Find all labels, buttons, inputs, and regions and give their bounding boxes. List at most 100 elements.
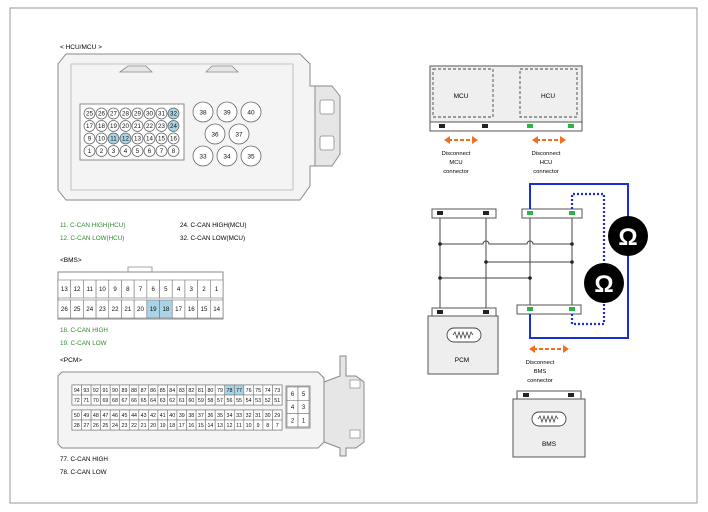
pin-label: 59 <box>198 398 204 404</box>
pin-32: 32 <box>243 409 254 421</box>
pin-20: 20 <box>119 120 132 132</box>
pin-7: 7 <box>133 279 148 299</box>
pin-label: 82 <box>188 388 194 394</box>
pin-54: 54 <box>243 394 254 406</box>
pin-label: 90 <box>112 388 118 394</box>
pin-label: 79 <box>217 388 223 394</box>
pin-label: 94 <box>74 388 80 394</box>
hcu-disconnect-arrow <box>532 136 566 144</box>
pcm-note-77: 77. C-CAN HIGH <box>60 456 108 463</box>
hcu-mcu-latch <box>314 85 341 167</box>
meter-lead-outer-top <box>529 183 629 236</box>
pin-5: 5 <box>297 386 310 401</box>
disconnect-hcu-line3: connector <box>533 169 559 175</box>
pin-31: 31 <box>253 409 264 421</box>
pin-85: 85 <box>157 384 168 396</box>
pin-11: 11 <box>233 419 245 431</box>
pin-24: 24 <box>167 120 180 132</box>
mcu-disconnect-arrow <box>444 136 478 144</box>
pin-71: 71 <box>81 394 92 406</box>
pin-14: 14 <box>210 299 224 319</box>
pin-19: 19 <box>107 120 120 132</box>
pin-6: 6 <box>286 386 299 401</box>
pin-94: 94 <box>71 384 82 396</box>
pin-25: 25 <box>100 419 111 431</box>
pin-48: 48 <box>90 409 101 421</box>
pin-label: 12 <box>74 286 81 293</box>
pin-label: 3 <box>112 148 116 155</box>
ohm-symbol-lower: Ω <box>594 271 613 298</box>
meter-lead-inner-bottom <box>570 300 606 326</box>
pin-67: 67 <box>119 394 130 406</box>
pin-7: 7 <box>272 419 283 431</box>
pin-label: 24 <box>170 123 177 130</box>
pin-label: 38 <box>199 109 207 116</box>
pin-label: 7 <box>160 148 164 155</box>
pin-label: 51 <box>274 398 280 404</box>
pin-label: 4 <box>124 148 128 155</box>
pin-label: 19 <box>160 423 166 429</box>
pin-16: 16 <box>167 132 180 145</box>
pin-33: 33 <box>233 409 245 421</box>
bms-title: <BMS> <box>60 257 82 264</box>
pin-label: 25 <box>74 306 81 313</box>
pin-66: 66 <box>128 394 140 406</box>
pin-label: 28 <box>74 423 80 429</box>
pin-label: 29 <box>134 111 141 118</box>
hcu-mcu-title: < HCU/MCU > <box>60 44 102 51</box>
pin-49: 49 <box>81 409 92 421</box>
pin-label: 10 <box>98 136 105 143</box>
pin-label: 39 <box>179 413 185 419</box>
disconnect-bms-line3: connector <box>527 378 553 384</box>
pin-93: 93 <box>81 384 92 396</box>
pin-label: 22 <box>146 123 153 130</box>
pin-label: 18 <box>98 123 105 130</box>
pin-label: 24 <box>112 423 118 429</box>
pin-label: 36 <box>207 413 213 419</box>
pin-label: 61 <box>179 398 185 404</box>
pin-78: 78 <box>224 384 235 396</box>
pin-label: 63 <box>160 398 166 404</box>
pin-14: 14 <box>205 419 216 431</box>
pin-label: 17 <box>86 123 93 130</box>
pin-26: 26 <box>57 299 71 319</box>
hcu-pin-a <box>527 124 533 128</box>
pin-label: 3 <box>302 405 306 411</box>
pin-label: 42 <box>150 413 156 419</box>
pin-55: 55 <box>233 394 245 406</box>
pin-label: 30 <box>265 413 271 419</box>
pin-label: 43 <box>141 413 147 419</box>
pin-label: 12 <box>122 136 129 143</box>
pin-19: 19 <box>146 299 160 319</box>
disconnect-bms-line1: Disconnect <box>526 360 555 366</box>
pin-80: 80 <box>205 384 216 396</box>
pin-9: 9 <box>253 419 264 431</box>
pin-label: 47 <box>102 413 108 419</box>
pin-label: 25 <box>86 111 93 118</box>
pin-18: 18 <box>167 419 178 431</box>
pin-38: 38 <box>186 409 197 421</box>
mcu-box <box>432 68 494 118</box>
pin-label: 11 <box>236 423 242 429</box>
pin-21: 21 <box>138 419 149 431</box>
pin-label: 25 <box>102 423 108 429</box>
pin-1: 1 <box>297 413 310 428</box>
hcu-note-11: 11. C-CAN HIGH(HCU) <box>60 222 125 229</box>
pin-label: 11 <box>87 286 94 293</box>
pin-label: 16 <box>188 423 194 429</box>
pin-8: 8 <box>262 419 273 431</box>
pin-label: 52 <box>265 398 271 404</box>
pin-30: 30 <box>262 409 273 421</box>
pin-label: 80 <box>207 388 213 394</box>
pin-20: 20 <box>133 299 148 319</box>
pin-10: 10 <box>243 419 254 431</box>
pin-label: 26 <box>93 423 99 429</box>
pin-label: 4 <box>177 286 181 293</box>
pin-label: 16 <box>188 306 195 313</box>
pin-86: 86 <box>148 384 159 396</box>
pin-13: 13 <box>131 132 144 145</box>
